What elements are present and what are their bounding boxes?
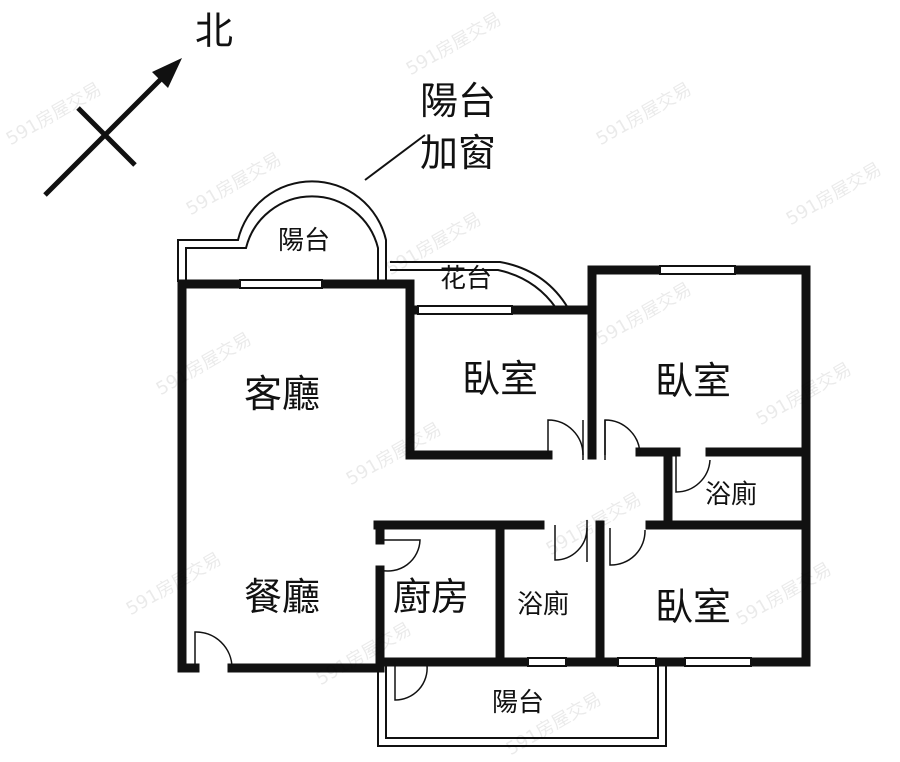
room-label-balcony-top: 陽台	[278, 226, 331, 256]
north-arrow	[43, 58, 182, 197]
room-label-bedroom-2: 臥室	[655, 359, 732, 403]
room-label-bedroom-1: 臥室	[462, 357, 539, 401]
balcony-top-outline	[177, 180, 387, 282]
walls	[177, 265, 811, 673]
room-label-kitchen: 廚房	[393, 575, 470, 619]
windows	[239, 265, 752, 667]
room-label-bathroom-1: 浴廁	[705, 480, 758, 510]
annotation-leader	[364, 134, 426, 181]
room-label-bedroom-3: 臥室	[655, 585, 732, 629]
north-label: 北	[195, 9, 234, 53]
annotation-line2: 加窗	[420, 131, 497, 175]
annotation-line1: 陽台	[420, 79, 497, 123]
doors	[194, 419, 711, 701]
balcony-bottom-outline	[377, 666, 667, 747]
flower-bed-outline	[390, 261, 569, 309]
room-label-balcony-bottom: 陽台	[492, 688, 545, 718]
room-label-bathroom-2: 浴廁	[517, 590, 570, 620]
room-label-living-room: 客廳	[244, 372, 321, 416]
room-label-flower-bed: 花台	[440, 264, 493, 294]
room-label-dining-room: 餐廳	[244, 575, 321, 619]
